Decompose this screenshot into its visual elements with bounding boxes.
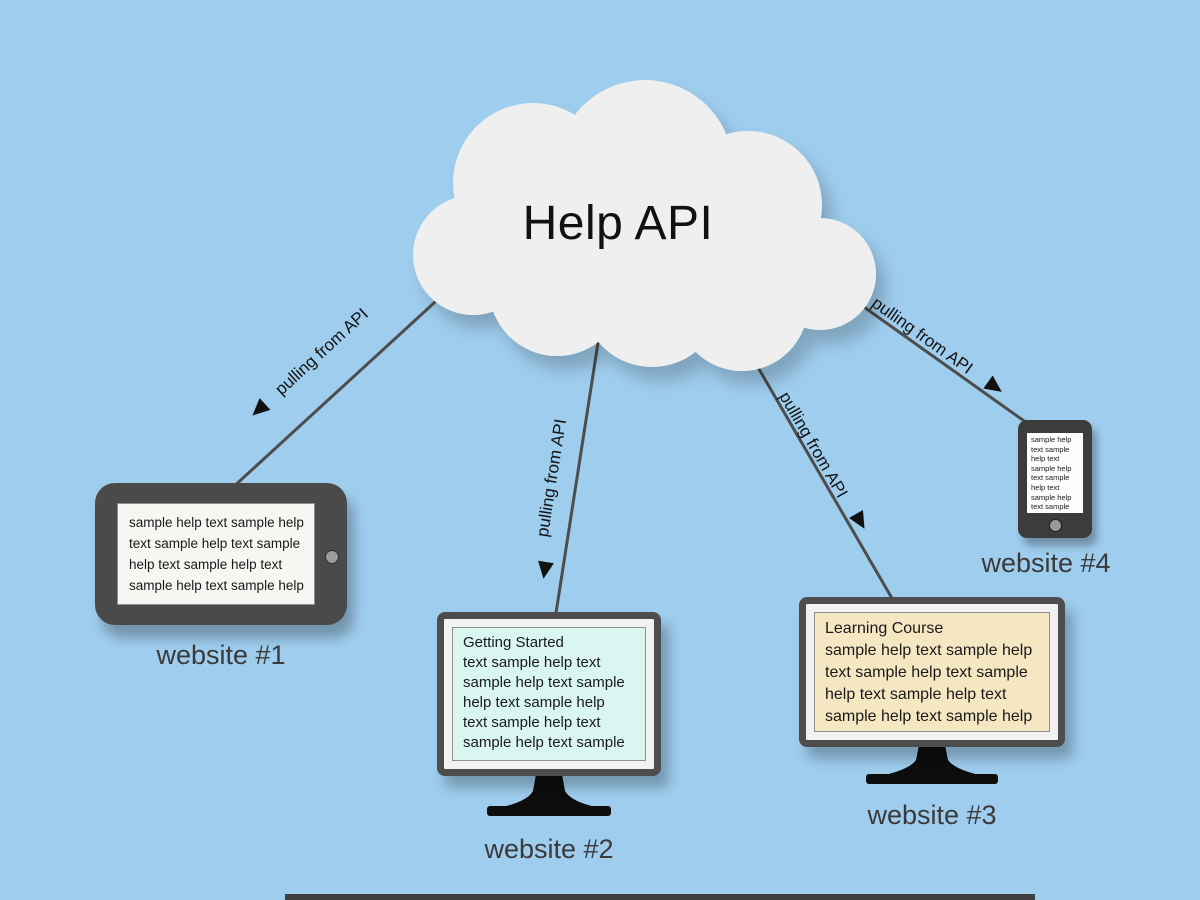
phone-screen-text: sample help text sample help text sample… [1031,435,1072,512]
website3-label: website #3 [867,800,997,830]
monitor-device-website2: Getting Started text sample help text sa… [437,612,661,776]
monitor-base-website3 [866,774,998,784]
monitor-screen-text-website3: sample help text sample help text sample… [825,642,1033,725]
monitor-screen-website3: Learning Course sample help text sample … [814,612,1050,732]
monitor-stand-website2 [498,774,600,808]
arrowhead-icon [849,510,865,529]
arrowhead-icon [983,375,1002,392]
connection-line-website1 [229,268,472,491]
connection-line-website4 [839,288,1035,430]
monitor-base-website2 [487,806,611,816]
monitor-device-website3: Learning Course sample help text sample … [799,597,1065,747]
tablet-screen: sample help text sample help text sample… [117,503,315,605]
monitor-screen-text-website2: text sample help text sample help text s… [463,654,625,751]
tablet-screen-text: sample help text sample help text sample… [129,515,304,593]
website2-label: website #2 [484,834,614,864]
cloud-title: Help API [522,197,714,250]
phone-device-website4: sample help text sample help text sample… [1018,420,1092,538]
arrowheads [252,375,1002,579]
website4-label: website #4 [981,548,1111,578]
phone-home-button-icon [1049,519,1062,532]
arrowhead-icon [252,398,271,416]
connection-lines [229,268,1035,614]
monitor-stands [487,745,998,816]
tablet-device-website1: sample help text sample help text sample… [95,483,347,625]
website1-label: website #1 [156,640,286,670]
phone-screen: sample help text sample help text sample… [1027,433,1083,513]
tablet-camera-icon [325,550,339,564]
monitor-screen-heading-website2: Getting Started [463,634,564,651]
monitor-screen-website2: Getting Started text sample help text sa… [452,627,646,761]
monitor-stand-website3 [880,745,984,776]
connection-line-website2 [554,329,602,614]
arrowhead-icon [538,560,554,579]
monitor-screen-heading-website3: Learning Course [825,620,944,637]
help-api-cloud [413,80,876,371]
floor-line [285,894,1035,900]
connection-line-website3 [743,344,895,601]
